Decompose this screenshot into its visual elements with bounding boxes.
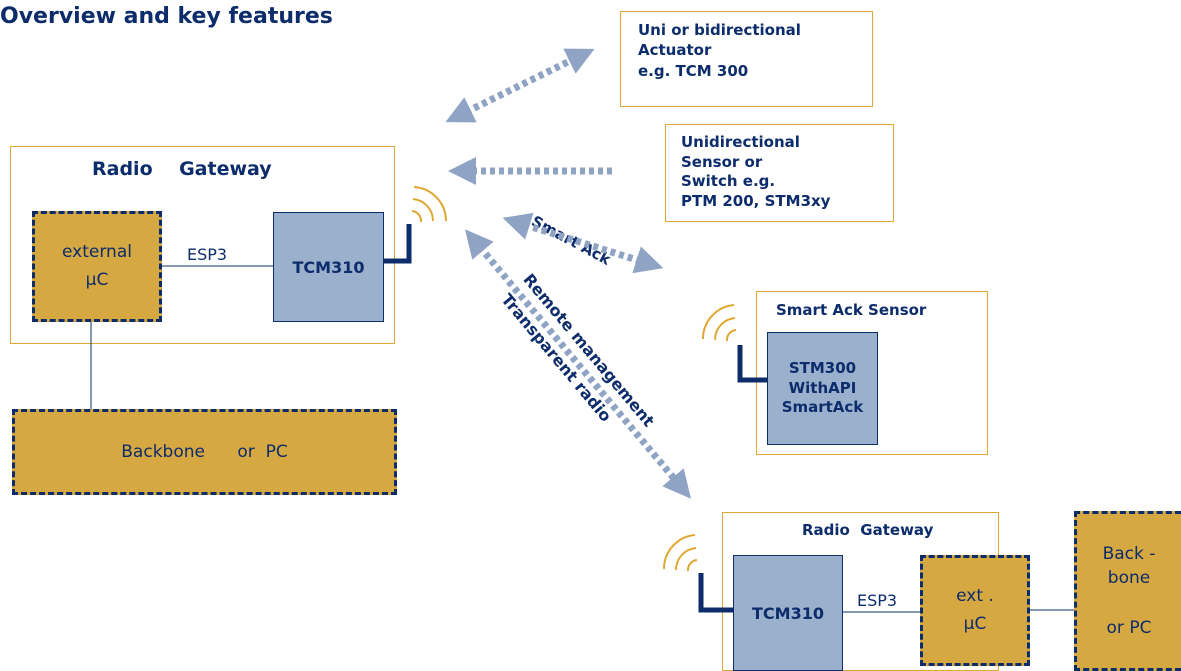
backbone-right: Back - bone or PC: [1074, 511, 1181, 671]
antenna-icon-right: [662, 534, 733, 613]
backbone-left: Backbone or PC: [12, 409, 397, 495]
radio-gateway-right-title: Radio Gateway: [802, 521, 934, 539]
ext-uc-right-box: ext . µC: [920, 555, 1030, 666]
radio-gateway-left-title: Radio Gateway: [92, 158, 272, 180]
tcm310-right-label: TCM310: [752, 603, 824, 623]
arrow-remote-management: [465, 229, 691, 499]
page-title: Overview and key features: [0, 4, 333, 29]
tcm310-left-label: TCM310: [292, 257, 365, 277]
arrow-actuator: [445, 48, 595, 123]
esp3-label-right: ESP3: [857, 591, 898, 610]
antenna-icon-sensor: [701, 304, 767, 383]
backbone-right-label: Back - bone or PC: [1102, 543, 1156, 638]
actuator-label: Uni or bidirectional Actuator e.g. TCM 3…: [638, 21, 801, 80]
stm300-module: STM300 WithAPI SmartAck: [767, 332, 878, 445]
antenna-icon-left: [384, 186, 448, 264]
actuator-box: [620, 11, 873, 107]
sensor-label: Unidirectional Sensor or Switch e.g. PTM…: [681, 133, 831, 210]
external-uc-label: external µC: [62, 242, 132, 290]
tcm310-left: TCM310: [273, 212, 384, 322]
external-uc-box: external µC: [32, 211, 162, 322]
ext-uc-right-label: ext . µC: [956, 586, 994, 634]
tcm310-right: TCM310: [733, 555, 843, 671]
smart-ack-sensor-title: Smart Ack Sensor: [776, 301, 927, 319]
stm300-label: STM300 WithAPI SmartAck: [781, 359, 864, 417]
arrow-smart-ack: [502, 212, 664, 274]
sensor-box: [665, 124, 894, 222]
esp3-label-left: ESP3: [187, 245, 228, 264]
backbone-left-label: Backbone or PC: [121, 442, 288, 462]
